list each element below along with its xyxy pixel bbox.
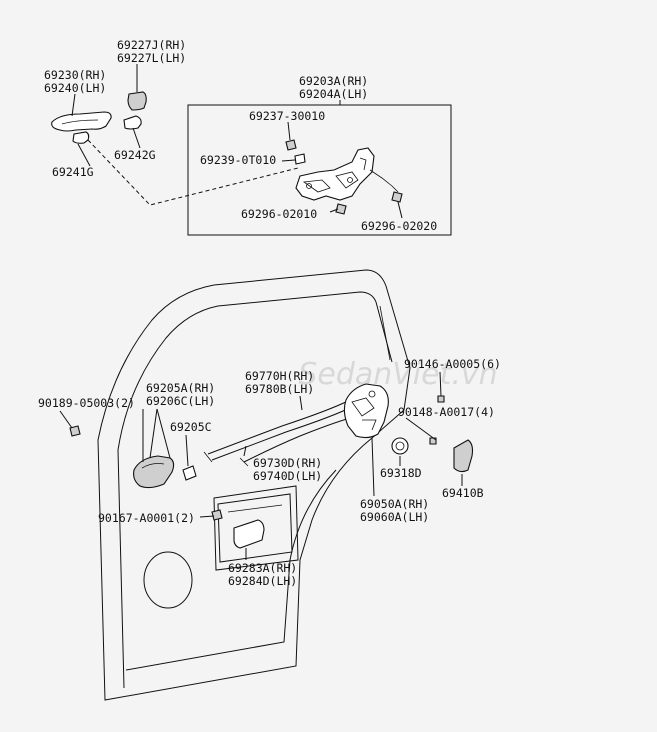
label-69283a: 69283A(RH) [228, 561, 297, 575]
clip-90189 [69, 425, 81, 437]
pull-cup [233, 519, 265, 549]
label-69296-02010: 69296-02010 [241, 207, 317, 221]
label-69240: 69240(LH) [44, 81, 106, 95]
assembly-box [187, 104, 452, 236]
label-69205a: 69205A(RH) [146, 381, 215, 395]
label-69203a: 69203A(RH) [299, 74, 368, 88]
door-lock-assembly [343, 383, 389, 439]
label-69730d: 69730D(RH) [253, 456, 322, 470]
label-69318d: 69318D [380, 466, 422, 480]
label-69227j: 69227J(RH) [117, 38, 186, 52]
label-90148: 90148-A0017(4) [398, 405, 495, 419]
label-69296-02020: 69296-02020 [361, 219, 437, 233]
screw-90167 [211, 509, 223, 521]
door-panel [97, 269, 411, 701]
striker-69410b [453, 439, 474, 473]
label-69241g: 69241G [52, 165, 94, 179]
label-69204a: 69204A(LH) [299, 87, 368, 101]
label-69410b: 69410B [442, 486, 484, 500]
clip-69237 [285, 139, 297, 151]
label-69227l: 69227L(LH) [117, 51, 186, 65]
label-90167: 90167-A0001(2) [98, 511, 195, 525]
label-69230: 69230(RH) [44, 68, 106, 82]
screw-90146 [437, 395, 445, 403]
label-69770h: 69770H(RH) [245, 369, 314, 383]
grommet-69318d [391, 437, 409, 455]
label-90146: 90146-A0005(6) [404, 357, 501, 371]
lock-cables [203, 399, 355, 467]
outside-handle [51, 111, 112, 132]
handle-pad-front [72, 131, 90, 144]
label-69237: 69237-30010 [249, 109, 325, 123]
label-69060a: 69060A(LH) [360, 510, 429, 524]
label-69284d: 69284D(LH) [228, 574, 297, 588]
label-69205c: 69205C [170, 420, 212, 434]
label-90189: 90189-05003(2) [38, 396, 135, 410]
clip-69239 [294, 153, 306, 165]
label-69206c: 69206C(LH) [146, 394, 215, 408]
label-69780b: 69780B(LH) [245, 382, 314, 396]
label-69242g: 69242G [114, 148, 156, 162]
handle-bezel-69205c [182, 465, 197, 481]
label-69239: 69239-0T010 [200, 153, 276, 167]
inside-handle [133, 455, 175, 489]
handle-cap [127, 91, 147, 111]
handle-pad-rear [123, 115, 142, 130]
label-69740d: 69740D(LH) [253, 469, 322, 483]
screw-69296-02020 [391, 191, 403, 203]
label-69050a: 69050A(RH) [360, 497, 429, 511]
handle-frame-assembly [295, 147, 399, 201]
watermark: SedanViet.vn [298, 357, 497, 392]
